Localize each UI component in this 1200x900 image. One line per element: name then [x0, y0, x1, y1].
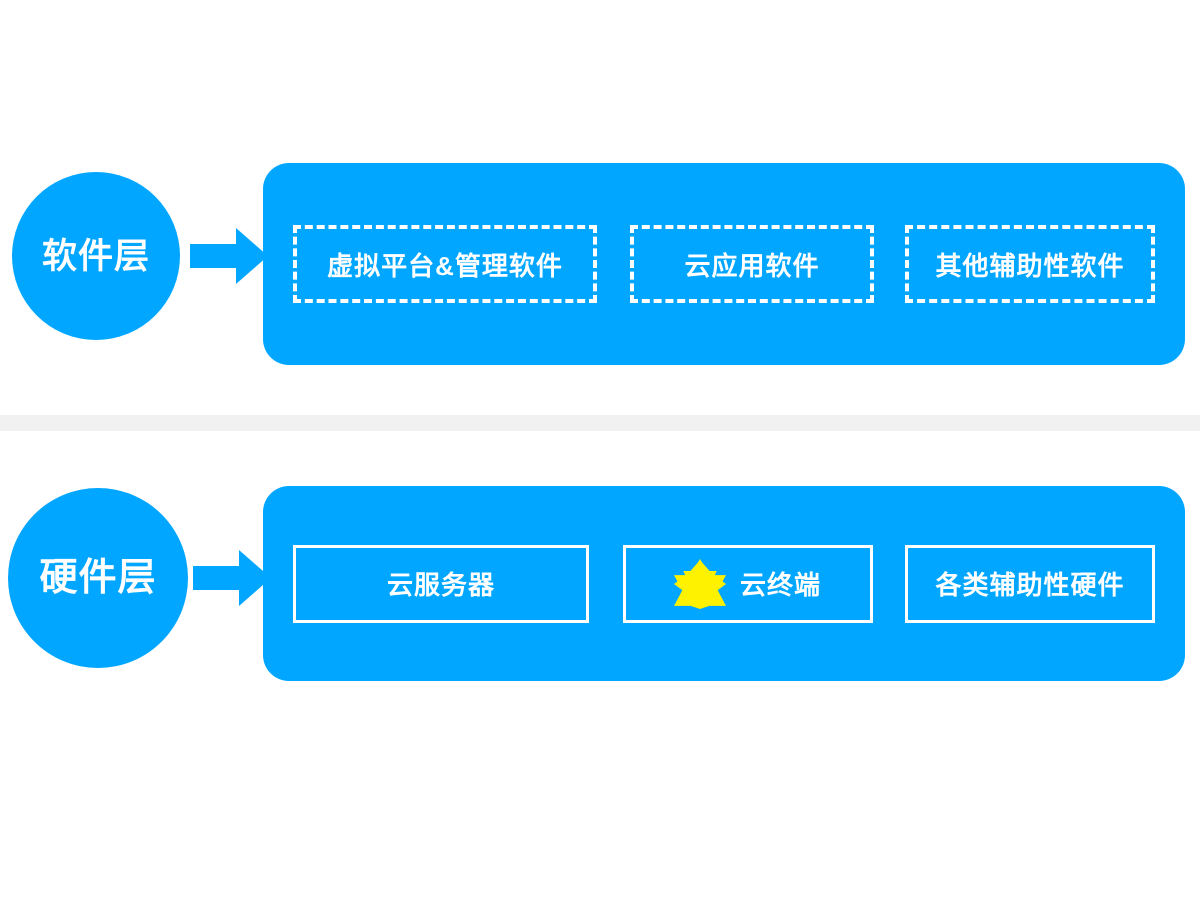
software-item-box[interactable]: 其他辅助性软件: [905, 225, 1155, 303]
hardware-item-label: 云服务器: [386, 570, 495, 600]
section-divider: [0, 415, 1200, 431]
software-item-label: 其他辅助性软件: [935, 250, 1125, 281]
hardware-layer-circle[interactable]: 硬件层: [8, 488, 188, 668]
software-layer-circle-label: 软件层: [41, 236, 150, 276]
hardware-item-box[interactable]: 云服务器: [293, 544, 589, 623]
software-layer-circle[interactable]: 软件层: [12, 172, 180, 340]
hardware-layer-circle-label: 硬件层: [39, 557, 157, 599]
hardware-item-label: 各类辅助性硬件: [935, 570, 1125, 600]
hardware-item-label: 云终端: [739, 570, 821, 600]
right-arrow-icon-software: [190, 228, 268, 284]
hardware-item-box[interactable]: 各类辅助性硬件: [905, 544, 1155, 623]
hardware-layer-row: 硬件层 云服务器 云终端: [0, 485, 1200, 685]
software-item-label: 虚拟平台&管理软件: [327, 250, 563, 281]
software-item-label: 云应用软件: [684, 250, 820, 281]
software-item-box[interactable]: 云应用软件: [630, 225, 874, 303]
right-arrow-icon-hardware: [193, 550, 271, 606]
software-layer-row: 软件层 虚拟平台&管理软件 云应用软件 其他辅助性软件: [0, 155, 1200, 365]
six-pointed-star-icon: [673, 558, 726, 609]
software-layer-panel: 虚拟平台&管理软件 云应用软件 其他辅助性软件: [263, 163, 1185, 365]
software-item-box[interactable]: 虚拟平台&管理软件: [293, 225, 597, 303]
hardware-layer-panel: 云服务器 云终端 各类辅助性硬件: [263, 486, 1185, 681]
hardware-item-box[interactable]: 云终端: [622, 544, 873, 623]
